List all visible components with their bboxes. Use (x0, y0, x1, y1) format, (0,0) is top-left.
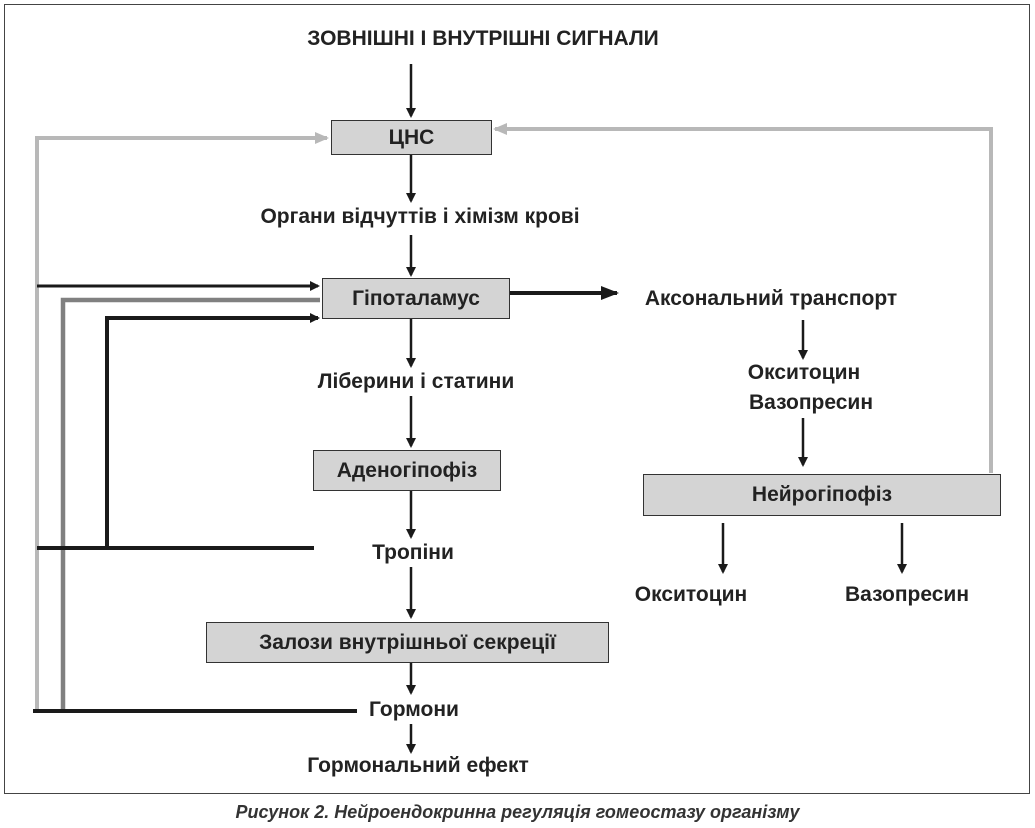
hypothalamus-box: Гіпоталамус (322, 278, 510, 319)
figure-caption: Рисунок 2. Нейроендокринна регуляція гом… (235, 802, 800, 822)
vasopressin-top-label: Вазопресин (748, 391, 874, 414)
feedback-neurohypophysis-to-cns (493, 123, 993, 473)
external-internal-signals-label: ЗОВНІШНІ І ВНУТРІШНІ СИГНАЛИ (307, 27, 659, 50)
neurohypophysis-box: Нейрогіпофіз (643, 474, 1001, 516)
cns-box: ЦНС (331, 120, 492, 155)
axonal-transport-label: Аксональний транспорт (644, 287, 898, 310)
feedback-mid-hormones-to-hypothalamus (60, 297, 320, 710)
senses-label: Органи відчуттів і хімізм крові (260, 205, 580, 228)
adenohypophysis-box: Аденогіпофіз (313, 450, 501, 491)
liberins-statins-label: Ліберини і статини (317, 370, 515, 393)
vasopressin-bottom-label: Вазопресин (844, 583, 970, 606)
endocrine-glands-box: Залози внутрішньої секреції (206, 622, 609, 663)
hormonal-effect-label: Гормональний ефект (307, 754, 529, 777)
tropins-label: Тропіни (372, 541, 454, 564)
diagram-frame (4, 4, 1030, 794)
hormones-label: Гормони (369, 698, 459, 721)
feedback-hormones-to-cns (35, 132, 329, 710)
feedback-tropins-to-hypothalamus (105, 313, 320, 548)
oxytocin-bottom-label: Окситоцин (634, 583, 748, 606)
oxytocin-top-label: Окситоцин (747, 361, 861, 384)
